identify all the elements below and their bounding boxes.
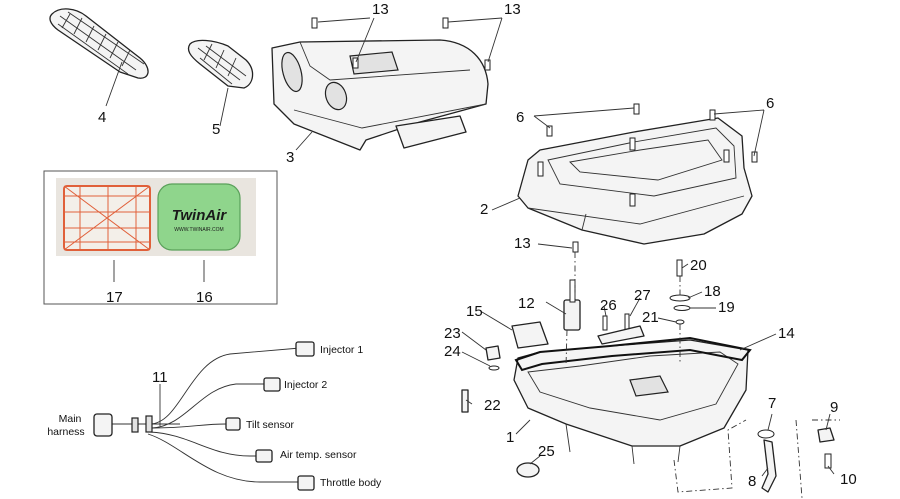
callout-2: 2	[480, 201, 488, 218]
callout-27: 27	[634, 287, 651, 304]
injector-2-label: Injector 2	[284, 379, 327, 391]
callout-14: 14	[778, 325, 795, 342]
part-25-sleeve	[516, 462, 540, 478]
part-7-8-hose	[757, 429, 777, 493]
filter-photo-panel: TwinAir WWW.TWINAIR.COM	[43, 170, 278, 305]
callout-11: 11	[152, 369, 168, 386]
callout-5: 5	[212, 121, 220, 138]
callout-19: 19	[718, 299, 735, 316]
bolts-13-6	[311, 17, 758, 253]
part-20-bolt	[676, 259, 683, 277]
callout-25: 25	[538, 443, 555, 460]
throttle-body-connector	[297, 475, 315, 491]
part-1-lower-airbox	[513, 339, 749, 465]
part-9-10-drain	[817, 427, 835, 469]
callout-24: 24	[444, 343, 461, 360]
injector-1-label: Injector 1	[320, 344, 363, 356]
part-16-foam-filter: TwinAir WWW.TWINAIR.COM	[157, 183, 241, 251]
part-3-airbox-cover	[271, 39, 489, 151]
leader-lines	[105, 17, 835, 477]
callout-13-top-right: 13	[504, 1, 521, 18]
part-4-intake-grille	[49, 8, 149, 79]
main-harness-connector	[93, 413, 113, 437]
part-26-27-bracket	[597, 313, 645, 345]
callout-6-right: 6	[766, 95, 774, 112]
part-18-19-21-washers	[669, 294, 691, 325]
assembly-lines	[565, 252, 840, 499]
tilt-sensor-label: Tilt sensor	[246, 419, 295, 431]
callout-8: 8	[748, 473, 756, 490]
part-2-airbox-frame	[517, 117, 753, 245]
callout-20: 20	[690, 257, 707, 274]
callout-numbers: 4 5 3 13 13 6 6 2 13 20 12 15 26 27 18 1…	[98, 1, 857, 490]
callout-13-top-left: 13	[372, 1, 389, 18]
tilt-sensor-connector	[225, 417, 241, 431]
callout-9: 9	[830, 399, 838, 416]
callout-15: 15	[466, 303, 483, 320]
air-temp-label: Air temp. sensor	[280, 449, 357, 461]
callout-23: 23	[444, 325, 461, 342]
callout-6-left: 6	[516, 109, 524, 126]
callout-12: 12	[518, 295, 535, 312]
callout-4: 4	[98, 109, 106, 126]
filter-brand-url: WWW.TWINAIR.COM	[174, 227, 223, 233]
callout-7: 7	[768, 395, 776, 412]
part-15-module	[511, 321, 549, 349]
callout-13-middle: 13	[514, 235, 531, 252]
callout-26: 26	[600, 297, 617, 314]
part-14-gasket	[514, 336, 752, 372]
injector-2-connector	[263, 377, 281, 392]
callout-3: 3	[286, 149, 294, 166]
part-12-sensor	[563, 279, 581, 331]
filter-brand-logo: TwinAir	[172, 207, 228, 224]
part-23-grommet	[485, 345, 501, 361]
throttle-body-label: Throttle body	[320, 477, 382, 489]
part-5-small-grille	[187, 39, 254, 89]
callout-17: 17	[106, 289, 123, 306]
callout-16: 16	[196, 289, 213, 306]
callout-22: 22	[484, 397, 501, 414]
callout-10: 10	[840, 471, 857, 488]
callout-1: 1	[506, 429, 514, 446]
callout-21: 21	[642, 309, 659, 326]
part-11-wiring-harness	[93, 341, 315, 491]
injector-1-connector	[295, 341, 315, 357]
callout-18: 18	[704, 283, 721, 300]
part-17-filter-cage	[63, 185, 151, 251]
air-temp-connector	[255, 449, 273, 463]
part-24-clip	[488, 365, 500, 371]
